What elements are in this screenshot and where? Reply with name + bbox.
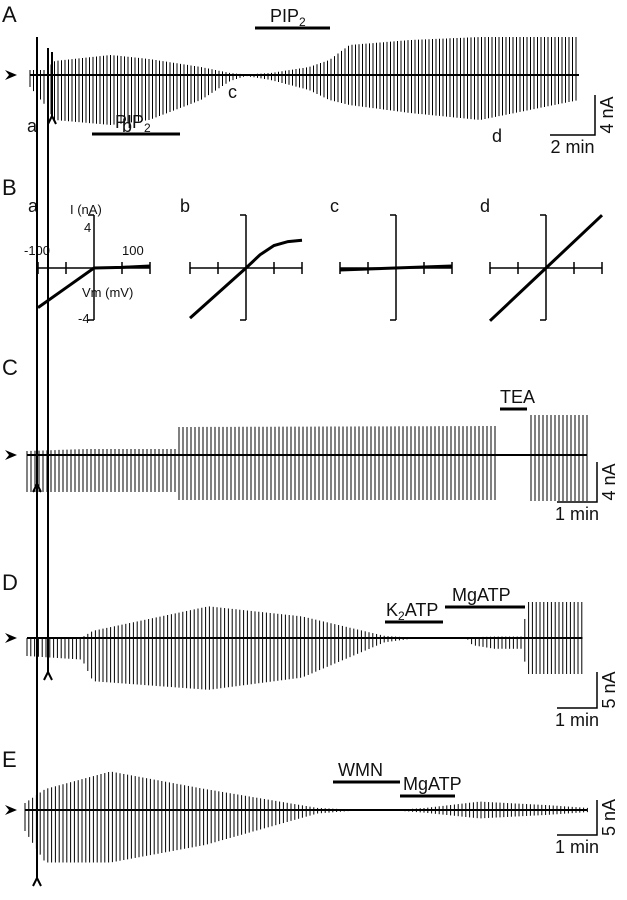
scale-label-current: 4 nA [599, 463, 619, 500]
scale-bar [550, 95, 596, 136]
baseline-arrowhead-icon [5, 805, 17, 815]
drug-label: TEA [500, 387, 535, 407]
panel-label-c: C [2, 355, 18, 380]
iv-plot-a [37, 214, 151, 321]
drug-label: PIP2 [115, 112, 151, 135]
scale-label-current: 4 nA [597, 96, 617, 133]
trace-e [24, 771, 588, 863]
iv-plot-d [488, 214, 604, 322]
panel-label-e: E [2, 747, 17, 772]
iv-plot-label: b [180, 196, 190, 216]
y-tick-label: -4 [78, 311, 90, 326]
arrow-head-icon [43, 669, 53, 681]
y-axis-label: I (nA) [70, 202, 102, 217]
iv-curve [188, 238, 303, 320]
scale-label-current: 5 nA [599, 671, 619, 708]
scale-label-current: 5 nA [599, 799, 619, 836]
iv-curve [488, 214, 604, 322]
scale-label-time: 1 min [555, 504, 599, 524]
trace-c [26, 415, 588, 501]
scale-bar [557, 672, 598, 709]
drug-label: PIP2 [270, 6, 306, 29]
panel-label-d: D [2, 570, 18, 595]
x-tick-label: 100 [122, 243, 144, 258]
y-tick-label: 4 [84, 220, 91, 235]
panel-label-a: A [2, 2, 17, 27]
arrow-head-icon [47, 113, 57, 125]
trace-d [26, 602, 583, 690]
scale-bar [557, 800, 598, 836]
baseline-arrowhead-icon [5, 70, 17, 80]
drug-label: K2ATP [386, 600, 438, 623]
iv-curve [37, 264, 151, 309]
scale-label-time: 1 min [555, 710, 599, 730]
iv-plot-label: d [480, 196, 490, 216]
scale-bar [557, 462, 598, 503]
time-point-label: c [228, 82, 237, 102]
iv-curve [339, 264, 453, 272]
time-point-label: d [492, 126, 502, 146]
iv-plot-label: c [330, 196, 339, 216]
drug-label: MgATP [452, 585, 511, 605]
time-point-label: a [27, 116, 38, 136]
iv-plot-c [339, 214, 453, 321]
time-point-label: b [122, 116, 132, 136]
baseline-arrowhead-icon [5, 450, 17, 460]
iv-plot-label: a [28, 196, 39, 216]
arrow-head-icon [32, 875, 42, 887]
drug-label: MgATP [403, 774, 462, 794]
x-axis-label: Vm (mV) [82, 285, 133, 300]
baseline-arrowhead-icon [5, 633, 17, 643]
iv-plot-b [188, 214, 303, 321]
panel-label-b: B [2, 175, 17, 200]
scale-label-time: 2 min [550, 137, 594, 157]
drug-label: WMN [338, 760, 383, 780]
trace-a [29, 37, 577, 125]
scale-label-time: 1 min [555, 837, 599, 857]
